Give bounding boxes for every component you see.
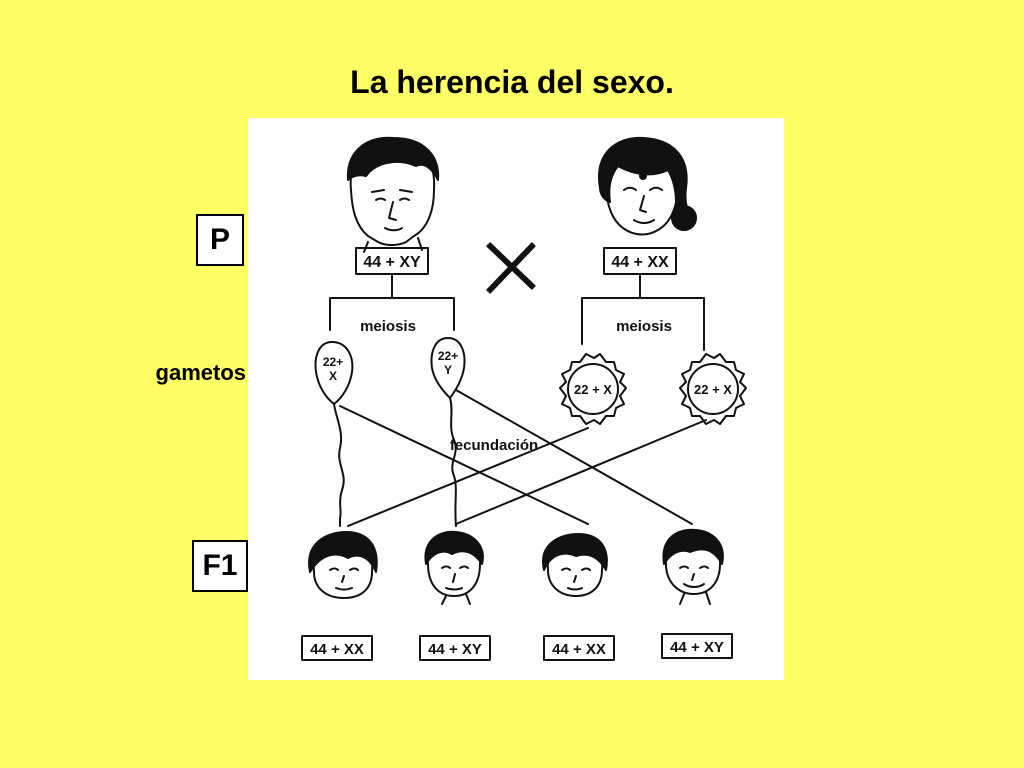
sperm-x-label-top: 22+ <box>323 355 343 369</box>
offspring-face-icon-4 <box>662 528 724 605</box>
page-title: La herencia del sexo. <box>350 64 674 100</box>
sperm-x-gamete <box>314 341 354 519</box>
egg-gamete-1 <box>559 353 627 425</box>
egg-1-label: 22 + X <box>574 382 612 397</box>
cross-symbol <box>486 242 536 294</box>
first-filial-generation-label: F1 <box>192 540 248 592</box>
father-karyotype: 44 + XY <box>363 254 421 271</box>
fertilization-label: fecundación <box>450 437 538 454</box>
fertilization-lines <box>339 389 707 527</box>
mother-face-icon <box>598 136 697 236</box>
sperm-y-label-bottom: Y <box>444 363 452 377</box>
diagram-panel: 44 + XY 44 + XX meiosis meiosis 22+ X 22… <box>248 118 784 680</box>
offspring-face-icon-1 <box>308 531 378 599</box>
offspring-karyotype-1: 44 + XX <box>310 641 364 658</box>
egg-2-label: 22 + X <box>694 382 732 397</box>
mother-meiosis-bracket <box>581 273 705 351</box>
parental-generation-label: P <box>196 214 244 266</box>
offspring-face-icon-2 <box>424 530 484 605</box>
meiosis-label-right: meiosis <box>616 318 672 335</box>
offspring-karyotype-box-1 <box>301 635 373 661</box>
egg-gamete-2 <box>679 353 747 425</box>
father-face-icon <box>346 136 440 253</box>
sperm-x-label-bottom: X <box>329 369 337 383</box>
mother-karyotype: 44 + XX <box>611 254 669 271</box>
offspring-karyotype-box-3 <box>543 635 615 661</box>
offspring-face-icon-3 <box>541 533 608 597</box>
offspring-karyotype-2: 44 + XY <box>428 641 482 658</box>
sperm-y-gamete <box>430 337 466 527</box>
offspring-karyotype-4: 44 + XY <box>670 639 724 656</box>
offspring-karyotype-3: 44 + XX <box>552 641 606 658</box>
offspring-karyotype-box-4 <box>661 633 733 659</box>
father-meiosis-bracket <box>329 273 455 331</box>
inheritance-diagram: 44 + XY 44 + XX meiosis meiosis 22+ X 22… <box>301 136 747 661</box>
meiosis-label-left: meiosis <box>360 318 416 335</box>
gametes-label: gametos <box>155 360 246 385</box>
offspring-karyotype-box-2 <box>419 635 491 661</box>
sperm-y-label-top: 22+ <box>438 349 458 363</box>
